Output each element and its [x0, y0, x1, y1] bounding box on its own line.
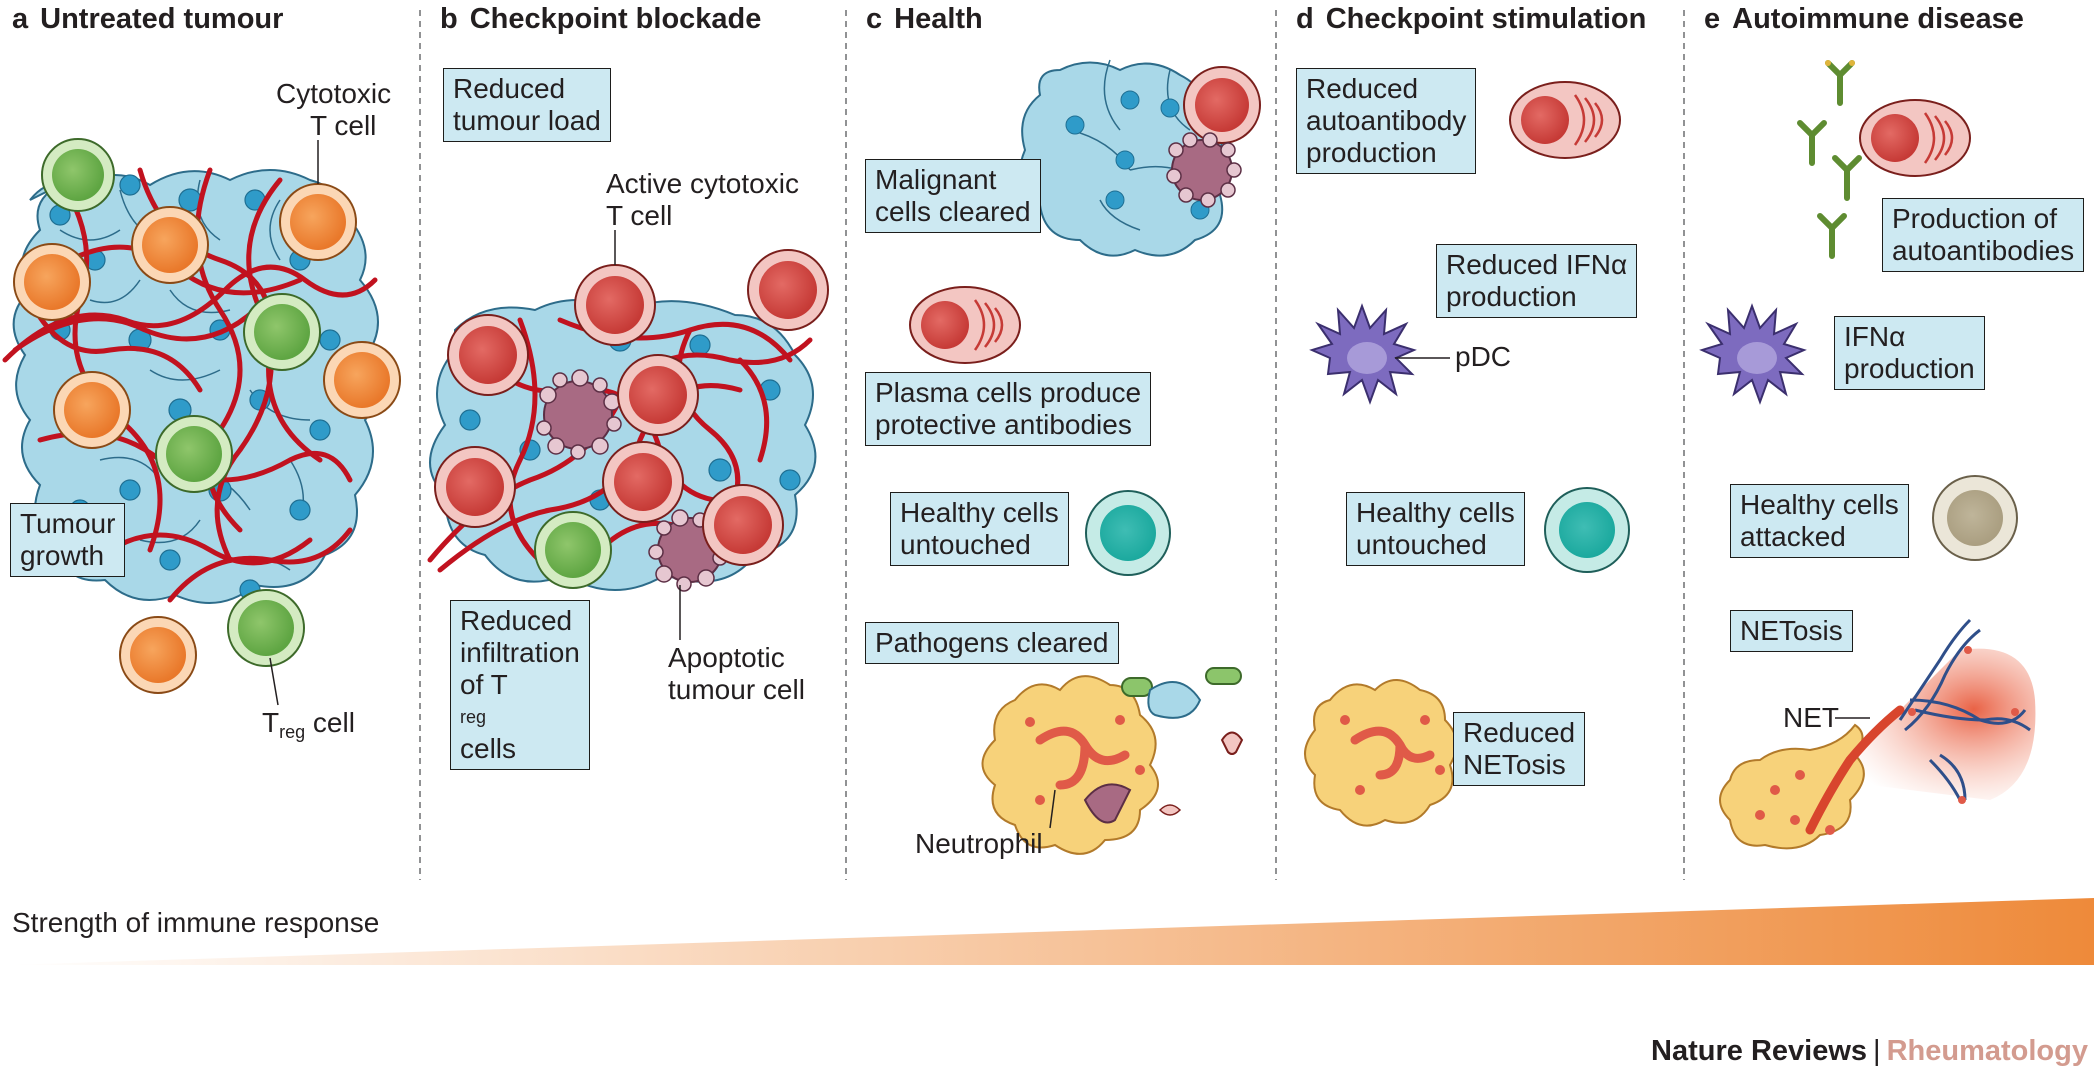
net-label: NET [1783, 702, 1839, 733]
treg-cell-label: Treg cell [262, 707, 355, 742]
net-e [1719, 618, 2036, 850]
plasma-cell-d [1509, 81, 1621, 159]
plasma-cell-c [909, 286, 1021, 364]
neutrophil-label: Neutrophil [915, 828, 1043, 859]
neutrophil-d [1304, 679, 1458, 827]
attacked-cell-e [1932, 475, 2018, 561]
immune-strength-gradient [8, 898, 2094, 965]
pdc-e [1699, 303, 1807, 405]
pdc-label: pDC [1455, 341, 1512, 372]
panel-dividers [419, 10, 1685, 880]
netosis-box: NETosis [1730, 610, 1853, 652]
antibodies-e [1797, 60, 1862, 259]
tumour-mass-a [2, 138, 401, 706]
journal-brand: Nature Reviews|Rheumatology [1651, 1035, 2088, 1067]
immune-strength-label: Strength of immune response [12, 907, 380, 938]
pdc-d [1309, 303, 1450, 405]
healthy-cell-d [1544, 487, 1630, 573]
tumour-mass-b [427, 230, 829, 640]
healthy-cell-c [1085, 490, 1171, 576]
active-t-cells [434, 249, 829, 566]
malignant-cluster [1019, 59, 1261, 257]
pathogens-c [1083, 667, 1244, 824]
cytotoxic-t-cell-label: Cytotoxic T cell [276, 78, 392, 141]
pathogens-cleared-box: Pathogens cleared [865, 622, 1119, 664]
plasma-cell-e [1859, 99, 1971, 177]
